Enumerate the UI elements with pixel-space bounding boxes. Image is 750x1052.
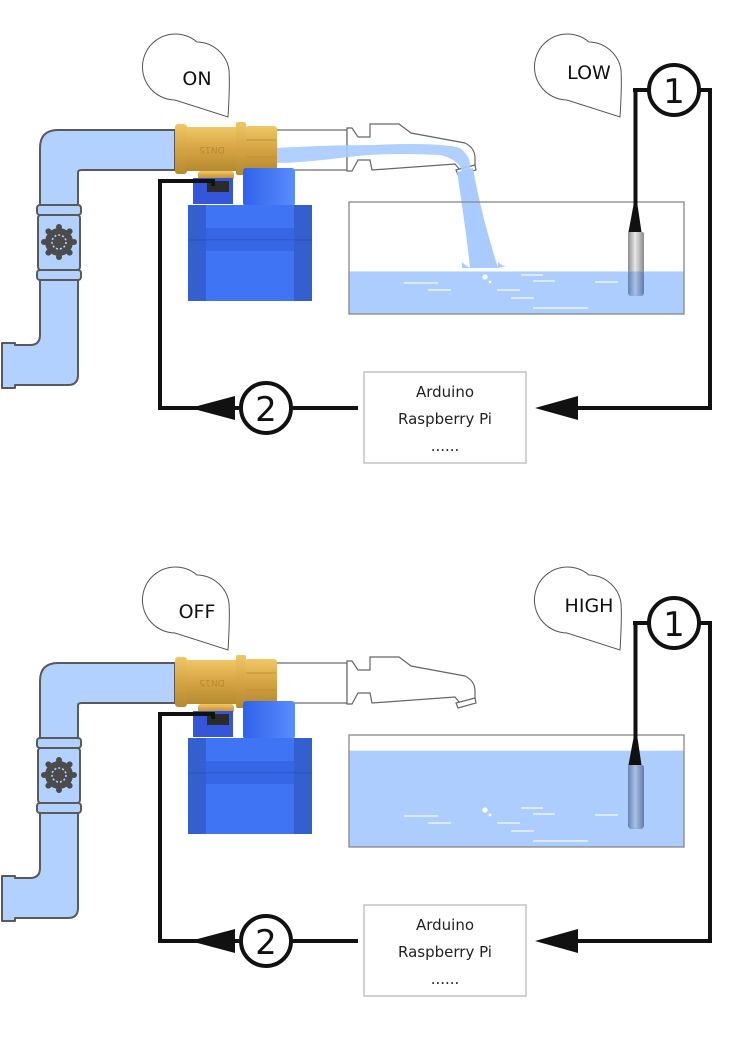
flow-meter-gear-icon (41, 224, 77, 260)
water-stream (275, 144, 506, 268)
motorized-actuator (188, 168, 312, 301)
connector-plug (207, 714, 229, 725)
actuator-marker-2: 2 (239, 914, 293, 968)
controller-box: Arduino Raspberry Pi ...... (363, 904, 527, 997)
sensor-marker-number: 1 (663, 605, 685, 645)
svg-text:DN15: DN15 (199, 677, 224, 687)
actuator-marker-number: 2 (255, 390, 277, 430)
valve-state-callout: ON (141, 33, 230, 118)
controller-line-3: ...... (431, 437, 460, 455)
water-level-label: LOW (567, 62, 611, 84)
level-state-callout: HIGH (533, 566, 622, 651)
water-ripples (404, 807, 618, 842)
actuator-marker-number: 2 (255, 923, 277, 963)
valve-state-callout: OFF (141, 566, 230, 651)
flow-meter-gear-icon (41, 757, 77, 793)
level-sensor-probe (628, 623, 644, 829)
arrow-to-valve-icon (190, 929, 235, 953)
faucet (346, 656, 476, 705)
actuator-marker-2: 2 (239, 381, 293, 435)
diagram-panel-off: DN15 (0, 533, 750, 1052)
arrow-to-controller-icon (535, 396, 578, 420)
signal-wires (158, 621, 712, 943)
brass-valve: DN15 (175, 655, 277, 713)
system-diagram: DN15 (1, 566, 712, 997)
controller-line-1: Arduino (416, 916, 474, 934)
connector-plug (207, 181, 229, 192)
controller-box: Arduino Raspberry Pi ...... (363, 371, 527, 464)
supply-pipe (1, 662, 176, 922)
controller-line-1: Arduino (416, 383, 474, 401)
svg-text:DN15: DN15 (199, 144, 224, 154)
sensor-marker-number: 1 (663, 72, 685, 112)
brass-valve: DN15 (175, 122, 277, 180)
water-level-label: HIGH (565, 595, 614, 617)
signal-wires (158, 88, 712, 410)
level-sensor-probe (628, 90, 644, 296)
water-ripples (404, 274, 618, 309)
controller-line-2: Raspberry Pi (398, 943, 492, 961)
outlet-tube (274, 656, 477, 709)
level-state-callout: LOW (533, 33, 622, 118)
arrow-to-valve-icon (190, 396, 235, 420)
valve-state-label: OFF (179, 601, 216, 623)
controller-line-2: Raspberry Pi (398, 410, 492, 428)
sensor-marker-1: 1 (647, 596, 701, 650)
diagram-panel-on: DN15 (0, 0, 750, 519)
arrow-to-controller-icon (535, 929, 578, 953)
motorized-actuator (188, 701, 312, 834)
valve-state-label: ON (182, 68, 211, 90)
controller-line-3: ...... (431, 970, 460, 988)
sensor-marker-1: 1 (647, 63, 701, 117)
supply-pipe (1, 129, 176, 389)
system-diagram: DN15 (1, 33, 712, 464)
